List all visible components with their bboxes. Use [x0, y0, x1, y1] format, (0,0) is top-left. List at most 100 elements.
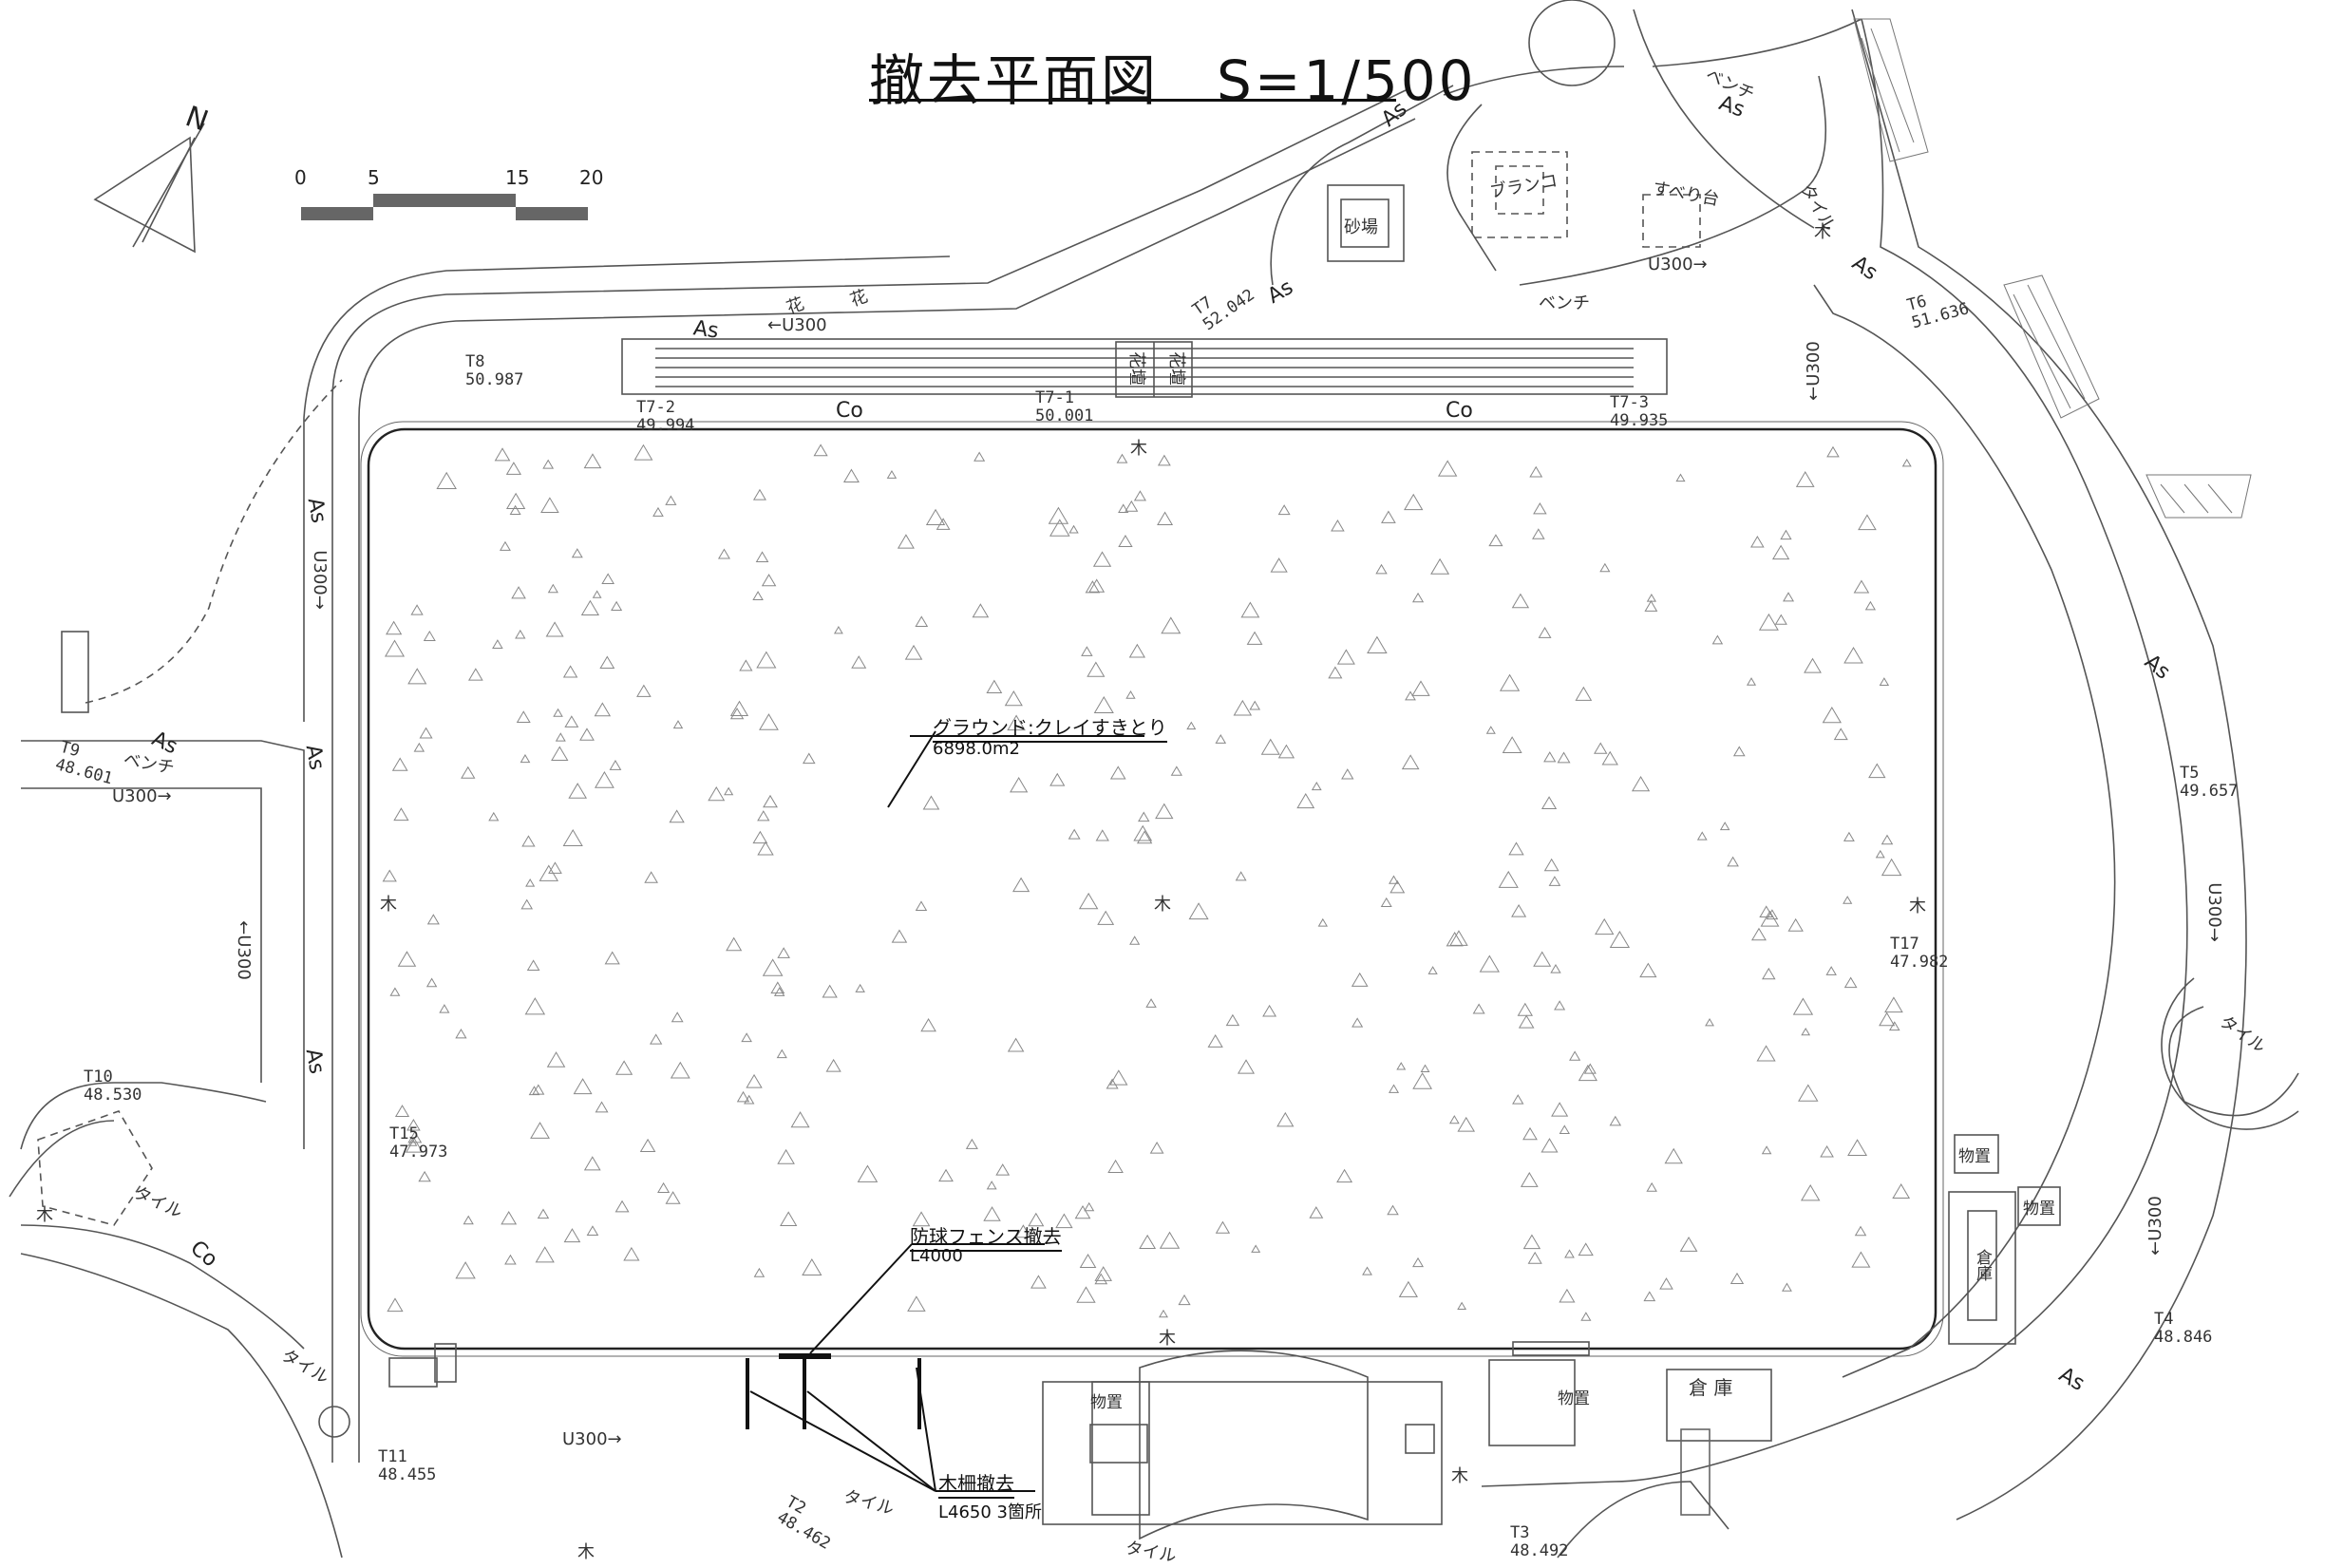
leader-lines: [749, 730, 1144, 1492]
clay-triangle: [520, 898, 534, 910]
clay-triangle: [736, 1090, 750, 1103]
clay-triangle: [1804, 657, 1822, 673]
clay-triangle: [426, 914, 440, 925]
clay-triangle: [717, 548, 730, 559]
clay-triangle: [1559, 1124, 1570, 1135]
clay-triangle: [770, 981, 785, 994]
clay-triangle: [1479, 954, 1500, 973]
clay-triangle: [983, 1206, 1001, 1221]
clay-triangle: [1783, 592, 1795, 602]
clay-triangle: [1411, 592, 1425, 603]
clay-triangle: [857, 1164, 879, 1182]
clay-triangle: [539, 864, 559, 881]
clay-triangle: [1404, 493, 1424, 511]
clay-triangle: [1186, 721, 1197, 730]
label-flower-bed-2: 花壇: [1166, 351, 1186, 386]
clay-triangle: [1118, 534, 1133, 548]
clay-triangle: [1215, 734, 1227, 744]
clay-triangle: [382, 869, 397, 882]
clay-triangle: [1760, 910, 1780, 927]
label-u300-1: U300→: [112, 786, 172, 806]
clay-triangle: [1381, 510, 1396, 523]
clay-triangle: [1276, 1111, 1295, 1127]
clay-triangle: [1759, 905, 1774, 917]
label-u300-2: U300→: [562, 1429, 622, 1449]
slope-hatch: [1853, 18, 2252, 519]
clay-triangle: [1446, 932, 1464, 947]
clay-triangle: [515, 629, 526, 639]
clay-triangle: [759, 713, 779, 730]
label-storage-4: 物置: [1090, 1393, 1123, 1412]
clay-triangle: [1145, 998, 1157, 1008]
clay-triangle: [1792, 997, 1814, 1015]
clay-triangle: [965, 1138, 978, 1149]
clay-triangle: [708, 785, 726, 802]
clay-triangle: [505, 462, 521, 475]
label-u300-6: ←U300: [233, 920, 254, 980]
clay-triangle: [1646, 593, 1656, 602]
clay-triangle: [1448, 1115, 1460, 1124]
clay-triangle: [1389, 879, 1406, 894]
label-tree-2: 木: [380, 895, 397, 915]
clay-triangle: [1030, 1275, 1047, 1289]
clay-triangle: [1580, 1312, 1592, 1321]
wood-fence-length-note: L4650 3箇所: [938, 1502, 1043, 1522]
survey-point-t7-1: T7-1 50.001: [1035, 388, 1094, 425]
clay-triangle: [657, 1181, 671, 1194]
clay-triangle: [1527, 1251, 1542, 1264]
clay-triangle: [1575, 686, 1593, 701]
clay-triangle: [1095, 829, 1109, 841]
clay-triangle: [1472, 1003, 1485, 1014]
clay-triangle: [1246, 631, 1263, 645]
clay-triangle: [1578, 1064, 1597, 1082]
clay-triangle: [1522, 1126, 1538, 1141]
label-storage-3: 物置: [1558, 1389, 1590, 1408]
clay-triangle: [752, 830, 768, 844]
clay-triangle: [1543, 751, 1557, 763]
clay-triangle: [1758, 613, 1779, 631]
label-u300-4: ←U300: [767, 315, 827, 335]
clay-triangle: [553, 708, 563, 717]
clay-triangle: [1094, 1273, 1108, 1285]
clay-triangle: [986, 679, 1003, 693]
clay-triangle: [761, 574, 777, 587]
clay-triangle: [1092, 551, 1112, 567]
clay-triangle: [555, 732, 566, 742]
clay-triangle: [886, 469, 898, 479]
clay-triangle: [1541, 796, 1558, 810]
clay-triangle: [1116, 453, 1128, 463]
clay-triangle: [1087, 661, 1106, 677]
clay-triangle: [752, 488, 766, 501]
clay-triangle: [537, 1208, 550, 1219]
clay-triangle: [1601, 750, 1618, 765]
clay-triangle: [397, 951, 417, 967]
clay-triangle: [1251, 1244, 1261, 1253]
clay-triangle: [755, 551, 769, 562]
clay-triangle: [1884, 996, 1903, 1013]
clay-triangle: [729, 708, 745, 720]
clay-triangle: [594, 702, 612, 717]
clay-triangle: [757, 841, 774, 856]
clay-triangle: [1766, 909, 1779, 920]
clay-triangle: [1644, 600, 1658, 612]
clay-triangle: [1564, 1249, 1575, 1258]
clay-triangle: [1109, 765, 1126, 780]
clay-triangle: [1762, 967, 1776, 980]
clay-triangle: [595, 771, 614, 788]
clay-triangle: [1746, 677, 1757, 686]
clay-triangle: [1853, 579, 1870, 594]
clay-triangle: [516, 710, 531, 723]
clay-triangle: [568, 783, 588, 799]
clay-triangle: [1664, 1147, 1683, 1164]
clay-triangle: [1109, 1069, 1128, 1086]
clay-triangle: [1538, 627, 1552, 638]
label-storage-1: 物置: [1958, 1147, 1991, 1166]
clay-triangle: [1679, 1236, 1698, 1252]
clay-triangle: [752, 591, 764, 600]
clay-triangle: [528, 1086, 540, 1096]
clay-triangle: [1533, 501, 1547, 515]
survey-point-t11: T11 48.455: [378, 1447, 437, 1484]
clay-triangle: [542, 459, 555, 469]
clay-triangle: [938, 1168, 954, 1182]
clay-triangle: [1076, 1286, 1096, 1303]
